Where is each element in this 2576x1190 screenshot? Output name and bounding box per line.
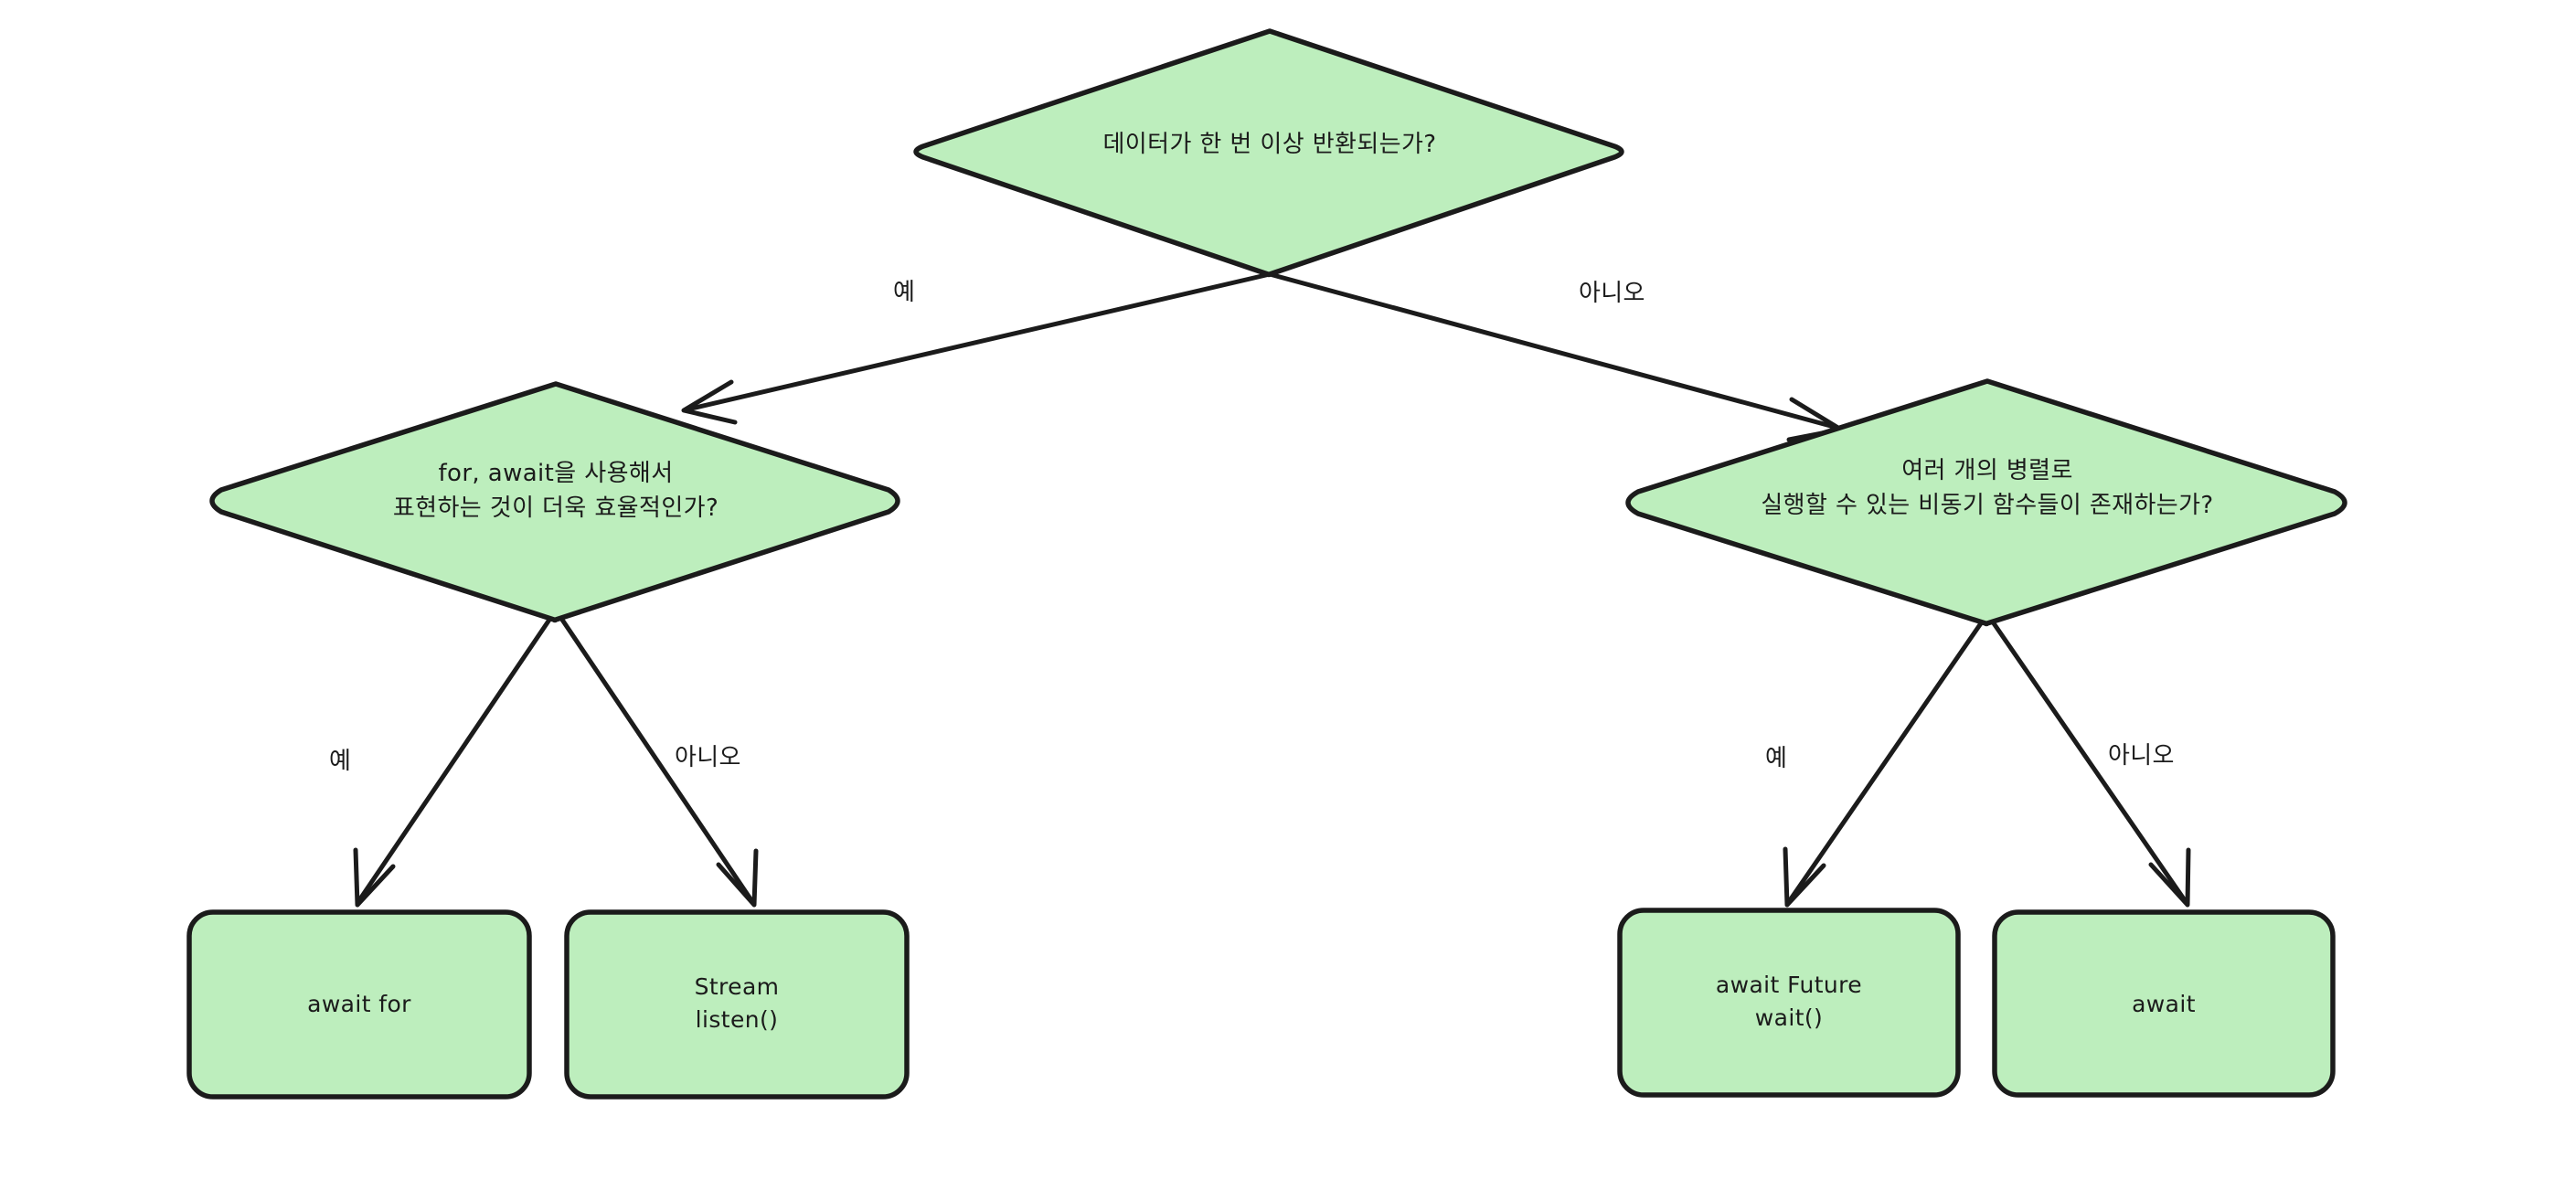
edge-left-to-await-for xyxy=(353,617,552,908)
node-q-left[interactable] xyxy=(209,381,900,623)
edge-root-to-left xyxy=(681,271,1272,425)
edge-label-left-no: 아니오 xyxy=(675,744,741,771)
node-r-await-for[interactable] xyxy=(186,909,532,1100)
edge-label-root-no: 아니오 xyxy=(1579,280,1645,307)
node-q-root[interactable] xyxy=(913,28,1624,278)
edge-label-root-yes: 예 xyxy=(893,279,916,306)
node-q-right[interactable] xyxy=(1625,378,2347,627)
node-r-future-wait[interactable] xyxy=(1617,908,1961,1098)
edge-label-right-no: 아니오 xyxy=(2108,742,2175,770)
edge-label-left-yes: 예 xyxy=(329,748,352,775)
node-r-stream-listen[interactable] xyxy=(564,909,910,1100)
edge-root-to-right xyxy=(1267,271,1844,442)
node-r-await[interactable] xyxy=(1992,909,2336,1098)
edge-left-to-stream-listen xyxy=(559,617,759,908)
edge-label-right-yes: 예 xyxy=(1765,745,1788,772)
edge-right-to-await xyxy=(1991,621,2191,908)
edge-right-to-future-wait xyxy=(1783,621,1984,908)
